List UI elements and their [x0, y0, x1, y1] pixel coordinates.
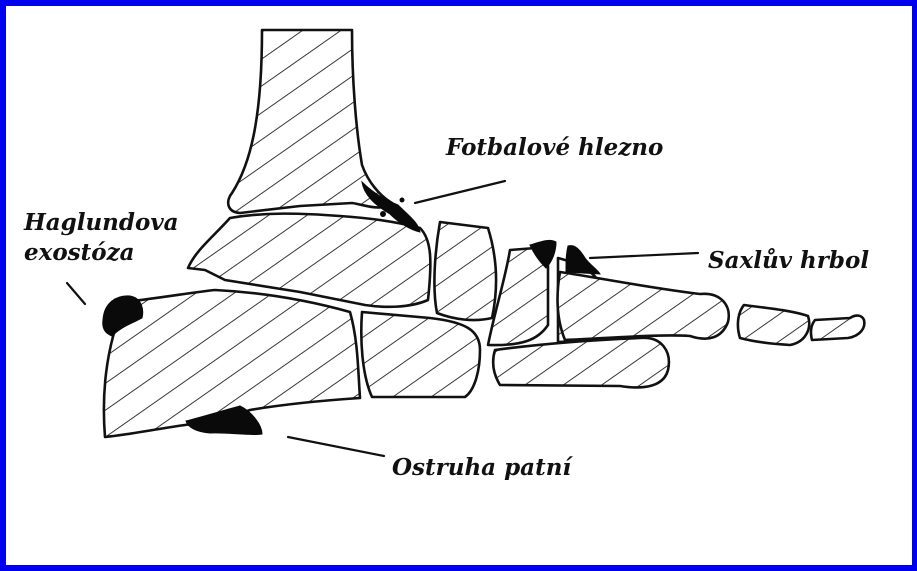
- cuboid-bone: [361, 312, 480, 397]
- label-football-ankle: Fotbalové hlezno: [445, 134, 663, 161]
- label-saxl-tubercle: Saxlův hrbol: [708, 247, 869, 274]
- leader-saxl-tubercle: [590, 253, 698, 258]
- cuneiform-1: [488, 247, 548, 345]
- leader-heel-spur: [288, 437, 384, 456]
- label-haglund-line1: Haglundova: [23, 209, 179, 236]
- leader-football-ankle: [415, 181, 505, 203]
- saxl-tubercle-mark-2: [566, 246, 600, 274]
- navicular-bone: [434, 222, 496, 320]
- label-haglund-line2: exostóza: [24, 239, 135, 266]
- distal-phalanx: [811, 316, 864, 340]
- tibia-bone: [228, 30, 392, 213]
- metatarsal-2: [493, 338, 669, 388]
- proximal-phalanx: [738, 305, 809, 345]
- leader-haglund: [67, 283, 85, 304]
- label-heel-spur: Ostruha patní: [392, 454, 573, 481]
- metatarsal-1: [557, 272, 728, 340]
